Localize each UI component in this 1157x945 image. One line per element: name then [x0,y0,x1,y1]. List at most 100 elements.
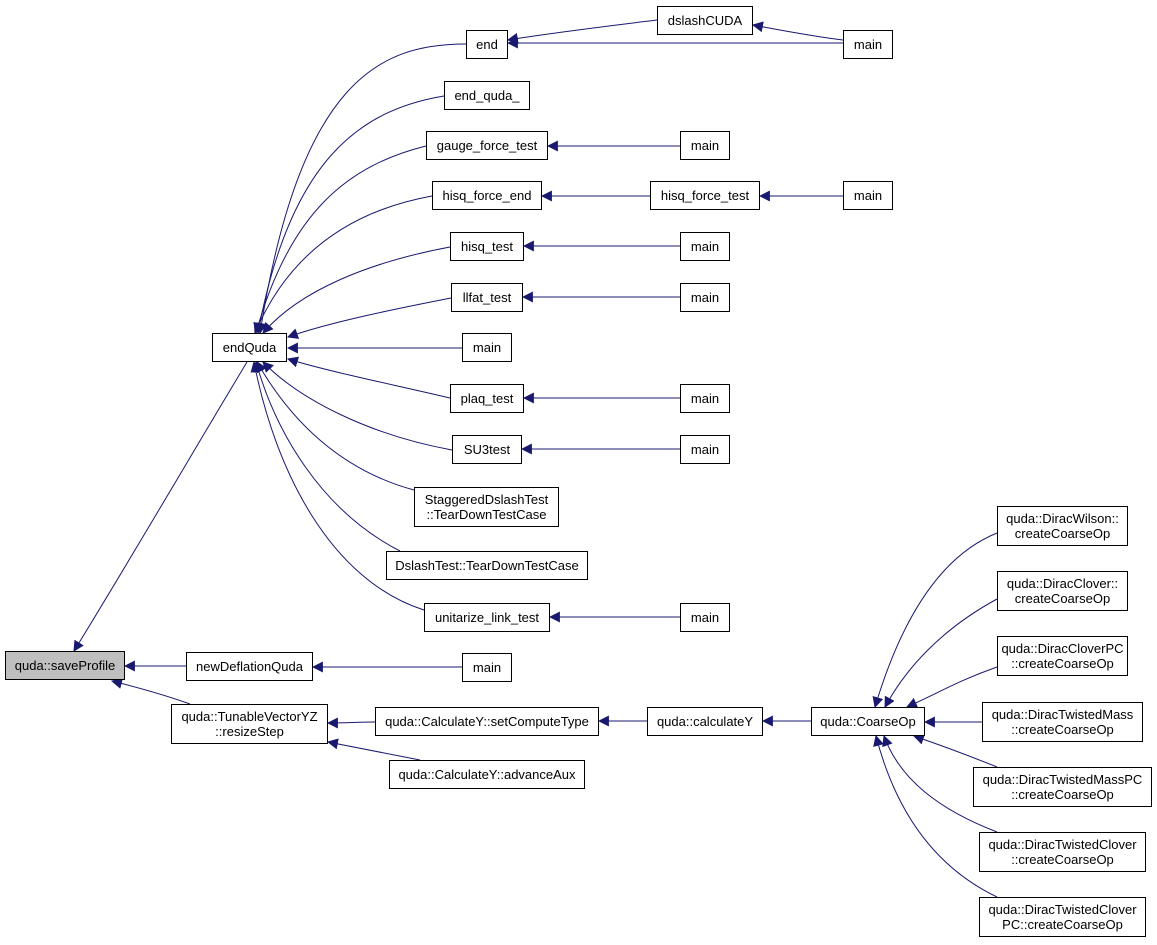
node-label: main [853,37,883,52]
edge-end-to-end_quda [256,43,467,335]
node-label: DslashTest::TearDownTestCase [395,558,579,573]
node-label: quda::calculateY [656,714,754,729]
node-main-hisq-force[interactable]: main [843,181,893,210]
edge-end_quda_-to-end_quda [254,95,445,335]
node-label: ::createCoarseOp [1011,722,1114,737]
node-save-profile: quda::saveProfile [5,651,125,680]
edge-unitarize_link_test-to-end_quda [250,360,425,611]
node-end[interactable]: end [466,30,508,59]
edge-end_quda-to-save_profile [73,361,248,652]
node-label: dslashCUDA [667,13,743,28]
node-su3test[interactable]: SU3test [452,435,522,464]
edge-hisq_test-to-end_quda [262,246,451,334]
node-label: quda::CalculateY::advanceAux [398,767,576,782]
node-label: quda::DiracTwistedMass [991,707,1134,722]
node-set-compute-type[interactable]: quda::CalculateY::setComputeType [375,707,599,736]
node-main-hisq[interactable]: main [680,232,730,261]
node-label: end [476,37,498,52]
edge-main_end-to-dslash_cuda [751,21,844,41]
node-dirac-wilson[interactable]: quda::DiracWilson::createCoarseOp [997,506,1128,546]
node-main-deflation[interactable]: main [462,653,512,682]
node-label: quda::saveProfile [14,658,116,673]
edge-dirac_twisted_clover_pc-to-coarse_op [873,734,998,898]
node-end-quda-[interactable]: end_quda_ [444,81,530,110]
node-label: llfat_test [462,290,512,305]
node-label: quda::CoarseOp [820,714,916,729]
node-label: main [690,239,720,254]
node-plaq-test[interactable]: plaq_test [450,384,524,413]
edge-dslash_teardown-to-end_quda [253,360,401,552]
node-main-direct[interactable]: main [462,333,512,362]
edge-tunable_vector_yz-to-save_profile [110,678,191,705]
node-label: ::createCoarseOp [1011,852,1114,867]
node-label: ::resizeStep [215,724,284,739]
node-coarse-op[interactable]: quda::CoarseOp [811,707,925,736]
node-label: createCoarseOp [1014,526,1111,541]
node-label: end_quda_ [454,88,520,103]
node-label: main [690,290,720,305]
node-label: StaggeredDslashTest [424,492,549,507]
node-label: quda::DiracTwistedClover [988,902,1137,917]
node-label: hisq_test [460,239,514,254]
node-label: quda::CalculateY::setComputeType [385,714,589,729]
node-label: quda::TunableVectorYZ [181,709,318,724]
node-hisq-force-test[interactable]: hisq_force_test [650,181,760,210]
node-hisq-test[interactable]: hisq_test [450,232,524,261]
edge-hisq_force_end-to-end_quda [253,195,433,335]
node-dslash-cuda[interactable]: dslashCUDA [657,6,753,35]
node-label: PC::createCoarseOp [1002,917,1123,932]
node-tunable-vector-yz[interactable]: quda::TunableVectorYZ::resizeStep [171,704,328,744]
node-gauge-force-test[interactable]: gauge_force_test [426,131,548,160]
node-label: quda::DiracTwistedMassPC [982,772,1143,787]
node-staggered-teardown[interactable]: StaggeredDslashTest::TearDownTestCase [414,487,559,527]
node-dirac-twisted-clover[interactable]: quda::DiracTwistedClover::createCoarseOp [979,832,1146,872]
node-label: main [472,340,502,355]
node-dirac-clover-pc[interactable]: quda::DiracCloverPC::createCoarseOp [997,636,1128,676]
node-dslash-teardown[interactable]: DslashTest::TearDownTestCase [386,551,588,580]
node-label: newDeflationQuda [196,659,303,674]
node-main-su3[interactable]: main [680,435,730,464]
node-llfat-test[interactable]: llfat_test [451,283,523,312]
node-label: createCoarseOp [1014,591,1111,606]
edge-dirac_clover_pc-to-coarse_op [905,666,998,708]
node-label: main [853,188,883,203]
edge-set_compute_type-to-tunable_vector_yz [326,717,376,729]
node-label: main [690,391,720,406]
edge-advance_aux-to-tunable_vector_yz [326,738,421,761]
node-label: unitarize_link_test [434,610,540,625]
edge-dirac_wilson-to-coarse_op [872,532,998,709]
edge-dirac_clover-to-coarse_op [884,598,998,708]
node-label: gauge_force_test [436,138,538,153]
node-label: ::createCoarseOp [1011,656,1114,671]
node-label: quda::DiracTwistedClover [988,837,1137,852]
edge-dirac_twisted_mass_pc-to-coarse_op [912,734,998,768]
node-label: quda::DiracCloverPC [1001,641,1124,656]
node-label: endQuda [222,340,277,355]
node-main-unitarize[interactable]: main [680,603,730,632]
node-dirac-twisted-mass-pc[interactable]: quda::DiracTwistedMassPC::createCoarseOp [973,767,1152,807]
node-dirac-twisted-mass[interactable]: quda::DiracTwistedMass::createCoarseOp [982,702,1143,742]
node-calculate-y[interactable]: quda::calculateY [647,707,763,736]
node-main-plaq[interactable]: main [680,384,730,413]
node-label: main [690,442,720,457]
node-main-end[interactable]: main [843,30,893,59]
node-label: ::TearDownTestCase [426,507,547,522]
node-label: hisq_force_end [442,188,532,203]
edge-gauge_force_test-to-end_quda [253,145,427,335]
node-end-quda[interactable]: endQuda [212,333,287,362]
node-dirac-clover[interactable]: quda::DiracClover::createCoarseOp [997,571,1128,611]
node-label: quda::DiracClover:: [1006,576,1119,591]
node-main-gauge[interactable]: main [680,131,730,160]
node-label: hisq_force_test [660,188,750,203]
node-hisq-force-end[interactable]: hisq_force_end [432,181,542,210]
node-label: ::createCoarseOp [1011,787,1114,802]
node-advance-aux[interactable]: quda::CalculateY::advanceAux [389,760,585,789]
node-main-llfat[interactable]: main [680,283,730,312]
edge-llfat_test-to-end_quda [286,297,452,339]
node-new-deflation-quda[interactable]: newDeflationQuda [186,652,313,681]
edge-dirac_twisted_clover-to-coarse_op [882,734,998,833]
node-label: plaq_test [460,391,514,406]
node-unitarize-link-test[interactable]: unitarize_link_test [424,603,550,632]
